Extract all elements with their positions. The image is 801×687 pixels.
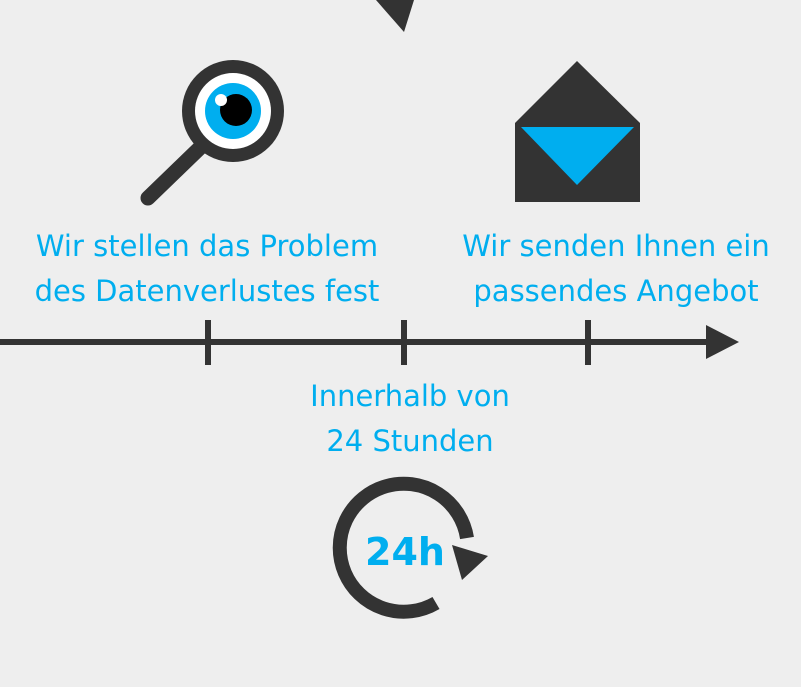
open-envelope-icon: [515, 61, 640, 202]
timeframe-line2: 24 Stunden: [326, 424, 494, 458]
step-2-text: Wir senden Ihnen ein passendes Angebot: [462, 224, 769, 314]
magnifier-eye-icon: [140, 60, 284, 206]
timeframe-line1: Innerhalb von: [310, 379, 510, 413]
timeline-tick: [205, 320, 211, 365]
clock-cycle-icon: [332, 476, 488, 619]
step-2-line1: Wir senden Ihnen ein: [462, 229, 770, 263]
timeline-tick: [401, 320, 407, 365]
down-pointer-icon: [376, 0, 414, 32]
24h-badge: 24h: [365, 530, 445, 574]
step-1-line1: Wir stellen das Problem: [35, 229, 379, 263]
step-1-text: Wir stellen das Problem des Datenverlust…: [35, 224, 380, 314]
timeline-tick: [585, 320, 591, 365]
step-1-line2: des Datenverlustes fest: [34, 274, 380, 308]
timeframe-text: Innerhalb von 24 Stunden: [310, 374, 510, 464]
timeline-arrow: [0, 320, 739, 365]
step-2-line2: passendes Angebot: [473, 274, 759, 308]
